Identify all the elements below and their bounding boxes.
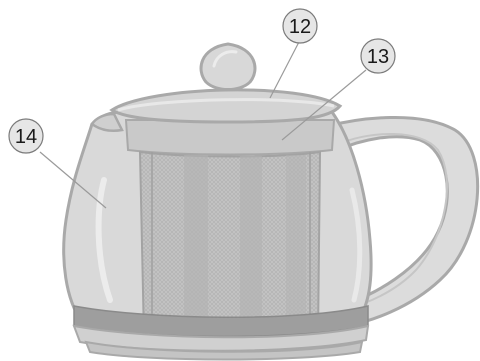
leader-line-12 — [270, 40, 300, 98]
callout-14-label: 14 — [15, 126, 37, 148]
callout-12-label: 12 — [289, 16, 311, 38]
callout-14: 14 — [9, 119, 43, 153]
callout-13: 13 — [361, 39, 395, 73]
callout-13-label: 13 — [367, 46, 389, 68]
callout-12: 12 — [283, 9, 317, 43]
filter-rim — [126, 120, 334, 155]
